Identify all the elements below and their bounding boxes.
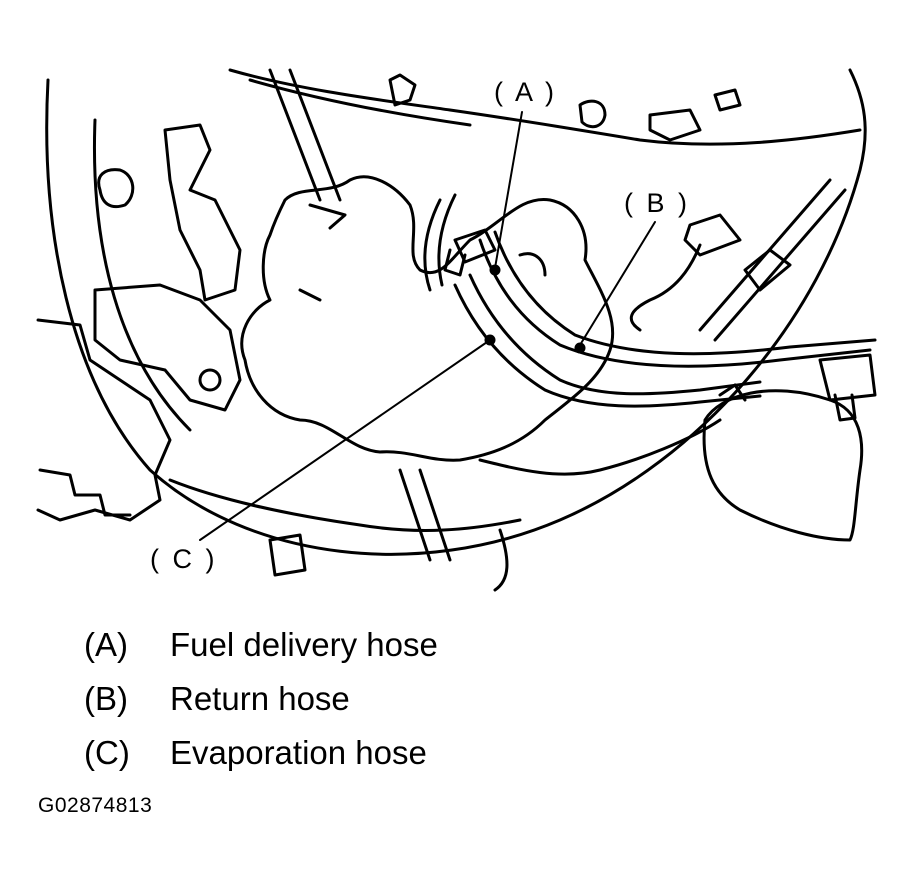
canister-lid	[702, 389, 864, 542]
legend-text: Fuel delivery hose	[170, 626, 438, 663]
lower-right-hub	[493, 528, 509, 592]
bracket-left	[163, 123, 242, 302]
return-hose	[468, 273, 762, 396]
hose-clamp-screw	[443, 248, 467, 277]
legend-item-fuel-delivery-hose: (A) Fuel delivery hose	[84, 618, 438, 672]
top-right-fitting	[578, 99, 607, 129]
strut-sleeve	[743, 248, 792, 292]
canister-cap	[718, 383, 747, 402]
cloth-fold-3	[518, 252, 547, 277]
callout-b: ( B )	[624, 188, 690, 218]
lower-hose-sleeve	[268, 533, 307, 577]
cloth-fold-1	[308, 203, 347, 230]
strut-rod	[698, 178, 847, 342]
legend: (A) Fuel delivery hose (B) Return hose (…	[84, 618, 438, 780]
legend-key: (B)	[84, 680, 128, 717]
fuel-delivery-hose-edge	[493, 230, 877, 356]
lower-hose	[168, 478, 522, 532]
legend-text: Evaporation hose	[170, 734, 427, 771]
background-arc	[45, 68, 867, 556]
leader-line-b	[579, 221, 656, 346]
lower-right-mass	[478, 418, 722, 476]
evaporation-hose	[423, 193, 457, 292]
fitting-left	[97, 168, 135, 209]
lower-bracket	[398, 468, 452, 562]
leader-line-a	[494, 111, 523, 269]
mount-plate	[93, 283, 242, 412]
top-right-clip	[713, 88, 742, 112]
legend-text: Return hose	[170, 680, 350, 717]
bolt-head	[198, 368, 222, 392]
side-clamp	[818, 353, 877, 422]
callout-a: ( A )	[494, 77, 557, 107]
leader-dot-a	[489, 264, 501, 276]
cloth-fold-2	[298, 288, 322, 302]
engine-block-lower-left	[36, 318, 172, 522]
cloth-rag	[240, 175, 615, 462]
engine-bay-illustration: ( A ) ( B ) ( C )	[36, 68, 877, 592]
legend-key: (C)	[84, 734, 130, 771]
gear-edge	[38, 468, 132, 517]
legend-key: (A)	[84, 626, 128, 663]
leader-dot-b	[574, 342, 586, 354]
background-arc-inner	[93, 118, 192, 432]
pipe-right	[629, 243, 702, 332]
top-right-bracket	[648, 108, 702, 142]
legend-item-evaporation-hose: (C) Evaporation hose	[84, 726, 438, 780]
callout-c: ( C )	[150, 544, 217, 574]
leader-line-c	[199, 339, 491, 541]
return-hose-edge	[453, 283, 762, 408]
figure-id: G02874813	[38, 794, 153, 817]
top-pipe	[228, 68, 862, 146]
legend-item-return-hose: (B) Return hose	[84, 672, 438, 726]
pipe-connector-right	[683, 213, 742, 257]
leader-dot-c	[484, 334, 496, 346]
hose-clamp-fitting	[453, 228, 497, 264]
vertical-rod	[268, 68, 342, 202]
